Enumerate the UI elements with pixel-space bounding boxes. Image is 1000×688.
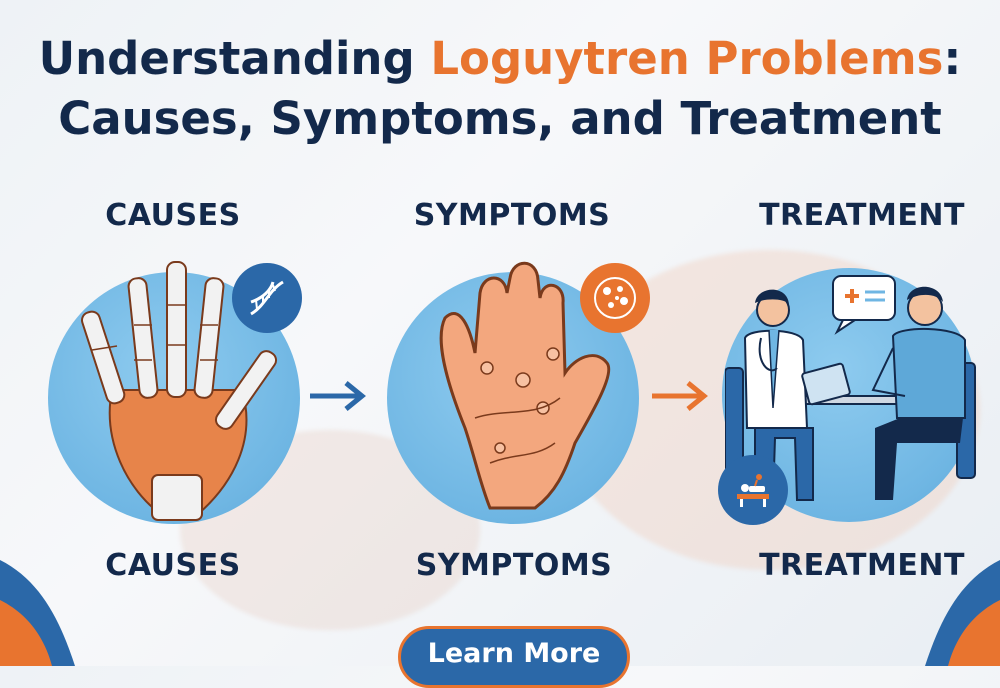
therapy-icon (737, 474, 769, 507)
corner-decoration-right (925, 560, 1000, 666)
title-line1-post: : (943, 32, 962, 85)
arrow-right-icon (310, 381, 366, 411)
cells-badge (580, 263, 650, 333)
hand-skeleton-illustration (80, 261, 278, 521)
cells-icon (594, 277, 636, 319)
dna-badge (232, 263, 302, 333)
page-subtitle: Causes, Symptoms, and Treatment (58, 92, 942, 145)
learn-more-button[interactable]: Learn More (398, 626, 630, 688)
label-symptoms-bottom: SYMPTOMS (415, 548, 613, 583)
arrow-right-icon (652, 381, 708, 411)
label-causes-top: CAUSES (105, 198, 241, 233)
hand-nodules-illustration (439, 261, 611, 510)
title-accent: Loguytren Problems (430, 32, 944, 85)
page-title: Understanding Loguytren Problems: (0, 30, 1000, 88)
therapy-badge (718, 455, 788, 525)
label-causes-bottom: CAUSES (105, 548, 241, 583)
label-treatment-bottom: TREATMENT (759, 548, 965, 583)
dna-icon (250, 280, 284, 316)
label-symptoms-top: SYMPTOMS (413, 198, 611, 233)
corner-decoration-left (0, 560, 75, 666)
title-line1-pre: Understanding (38, 32, 431, 85)
label-treatment-top: TREATMENT (759, 198, 965, 233)
doctor-patient-illustration (725, 275, 976, 501)
